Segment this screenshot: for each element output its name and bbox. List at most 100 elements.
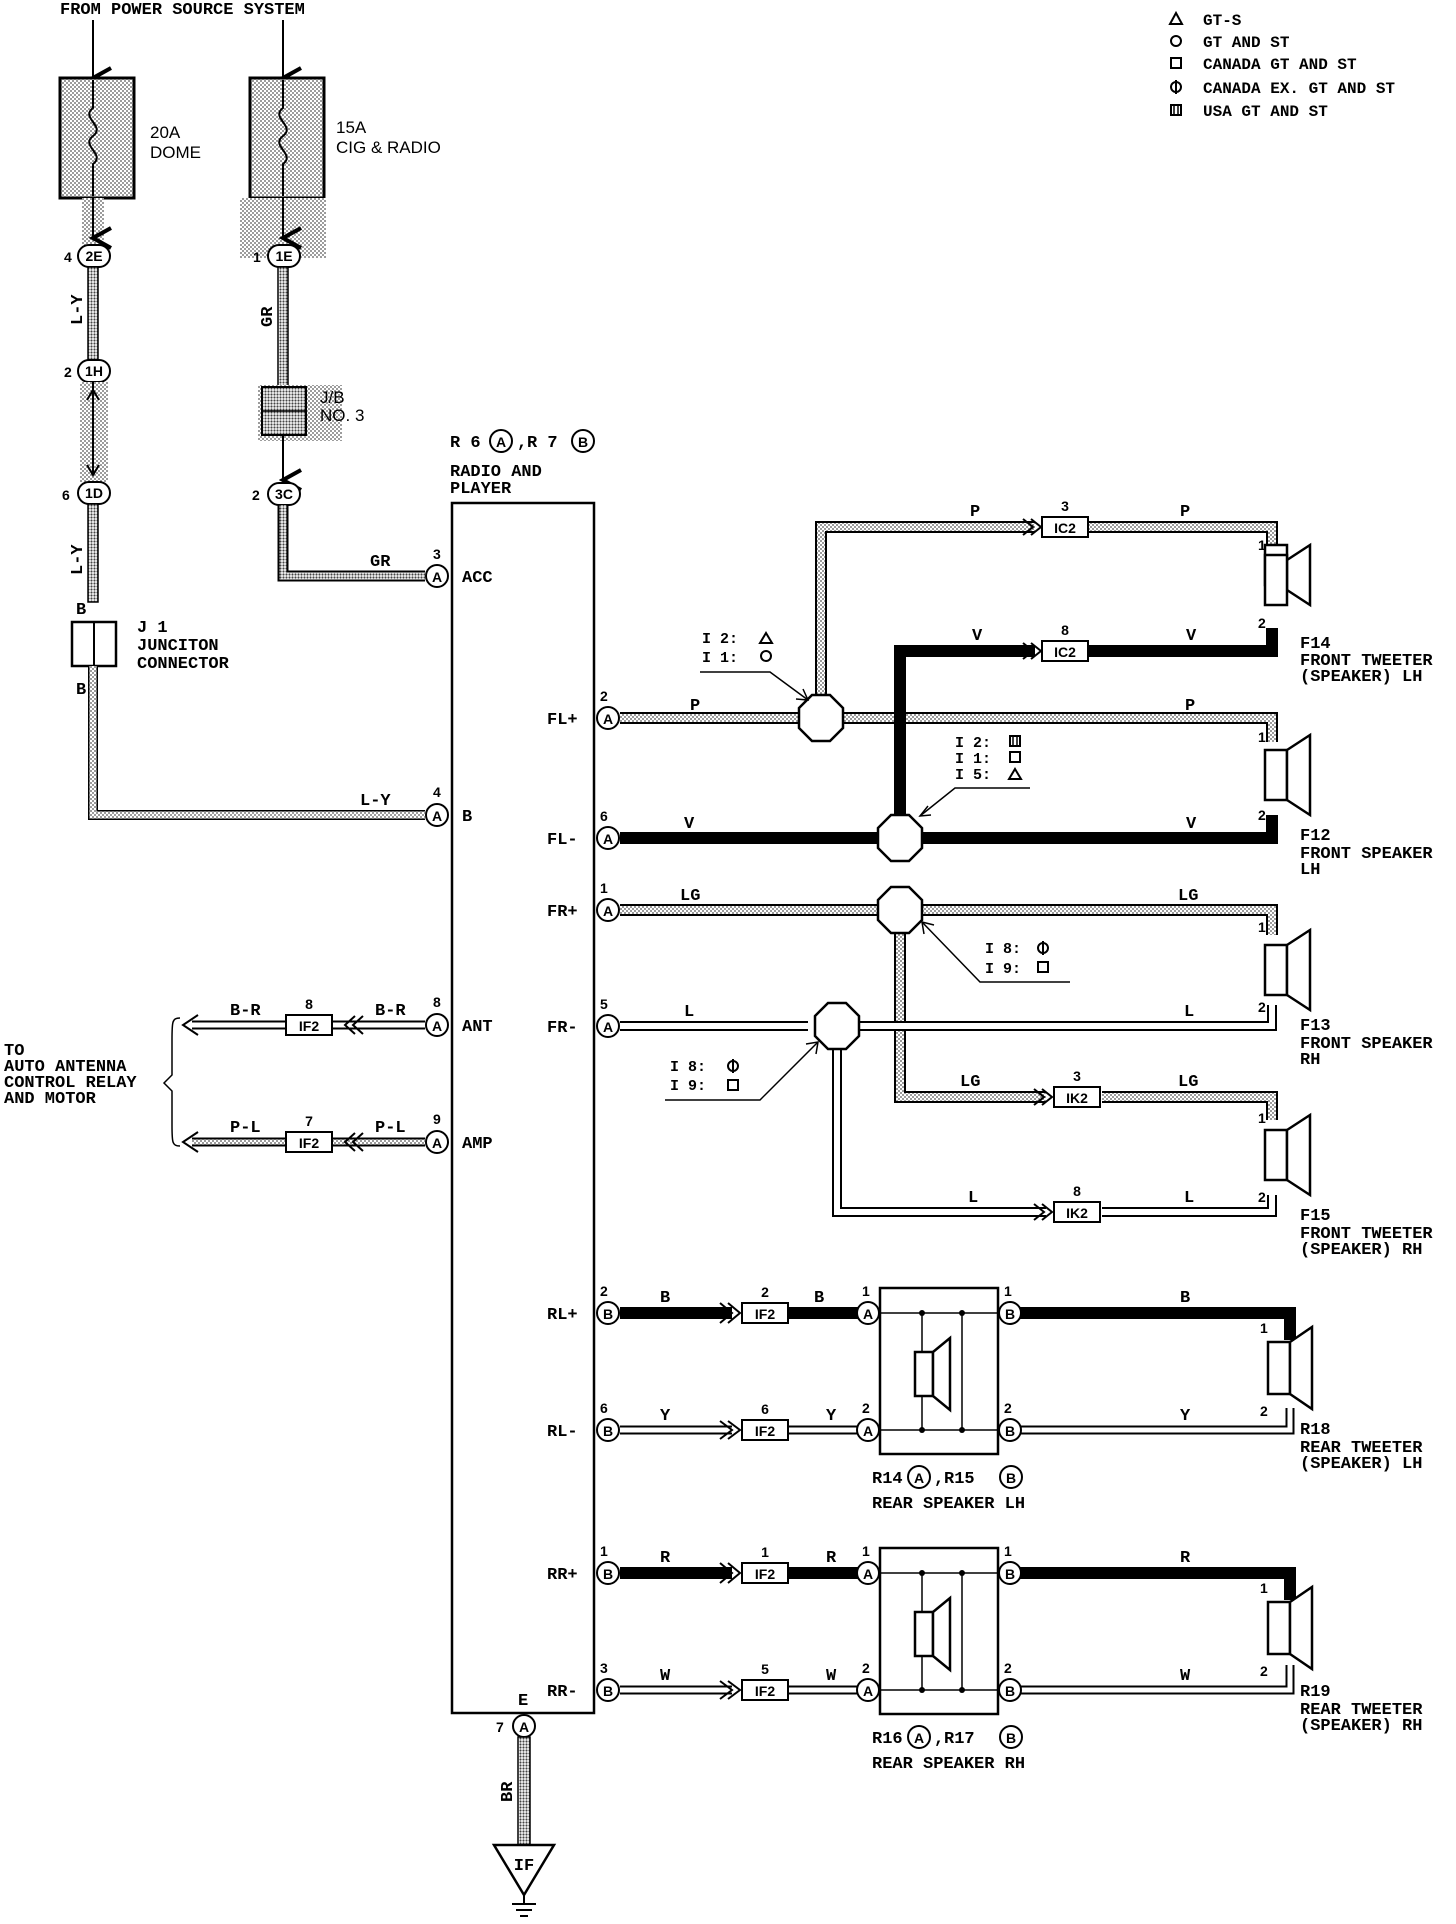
svg-text:V: V bbox=[972, 627, 983, 646]
svg-text:B: B bbox=[1180, 1289, 1190, 1308]
speaker-r18: 1 2 R18 REAR TWEETER (SPEAKER) LH bbox=[1260, 1320, 1423, 1474]
svg-text:R19: R19 bbox=[1300, 1683, 1331, 1702]
legend-item-triangle: GT-S bbox=[1168, 10, 1242, 30]
svg-text:A: A bbox=[863, 1423, 873, 1439]
svg-text:1: 1 bbox=[600, 1543, 608, 1559]
svg-text:7: 7 bbox=[496, 1719, 504, 1735]
svg-text:,: , bbox=[934, 1730, 944, 1749]
svg-text:I 9:: I 9: bbox=[670, 1078, 706, 1095]
svg-text:1: 1 bbox=[1260, 1580, 1268, 1596]
radio-code: R 6 bbox=[450, 434, 481, 453]
svg-text:3: 3 bbox=[1061, 498, 1069, 514]
svg-text:8: 8 bbox=[305, 996, 313, 1012]
svg-text:L: L bbox=[1184, 1189, 1194, 1208]
svg-text:I 2:: I 2: bbox=[955, 735, 991, 752]
svg-text:B-R: B-R bbox=[375, 1002, 406, 1021]
svg-text:1: 1 bbox=[1004, 1543, 1012, 1559]
speaker-icon bbox=[1285, 542, 1312, 608]
svg-text:B: B bbox=[1005, 1683, 1015, 1699]
svg-text:P: P bbox=[690, 697, 700, 716]
radio-pin-rr-plus: B 1 RR+ bbox=[547, 1543, 620, 1585]
svg-text:B: B bbox=[814, 1289, 824, 1308]
speaker-f14: 1 2 F14 FRONT TWEETER (SPEAKER) LH bbox=[1258, 537, 1433, 687]
svg-text:B: B bbox=[603, 1566, 613, 1582]
svg-text:I 9:: I 9: bbox=[985, 961, 1021, 978]
svg-text:A: A bbox=[432, 1018, 442, 1034]
svg-text:W: W bbox=[660, 1667, 671, 1686]
radio-pin-b: A 4 B bbox=[425, 784, 472, 827]
svg-text:REAR TWEETER: REAR TWEETER bbox=[1300, 1439, 1423, 1458]
speaker-f12: 1 2 F12 FRONT SPEAKER LH bbox=[1258, 729, 1433, 880]
svg-text:6: 6 bbox=[600, 808, 608, 824]
svg-text:2: 2 bbox=[761, 1284, 769, 1300]
svg-text:R: R bbox=[1180, 1549, 1191, 1568]
legend-label: USA GT AND ST bbox=[1203, 103, 1328, 121]
wire-label: L-Y bbox=[69, 544, 88, 575]
square-icon bbox=[1037, 961, 1049, 973]
svg-text:B: B bbox=[1005, 1566, 1015, 1582]
svg-text:IF2: IF2 bbox=[755, 1566, 775, 1582]
svg-text:RR+: RR+ bbox=[547, 1566, 578, 1585]
square-icon bbox=[727, 1079, 739, 1091]
fuse-rating: 20A bbox=[150, 123, 181, 142]
svg-text:5: 5 bbox=[600, 996, 608, 1012]
fuse-name: CIG & RADIO bbox=[336, 138, 441, 157]
connector-if2-2 bbox=[741, 1302, 789, 1324]
svg-text:Y: Y bbox=[660, 1407, 671, 1426]
connector-ik2-8 bbox=[1053, 1201, 1101, 1223]
svg-text:(SPEAKER) RH: (SPEAKER) RH bbox=[1300, 1717, 1422, 1736]
splice-label-1: I 2: I 1: bbox=[700, 631, 810, 701]
svg-text:F14: F14 bbox=[1300, 635, 1331, 654]
svg-text:B: B bbox=[1006, 1730, 1016, 1746]
svg-text:A: A bbox=[863, 1683, 873, 1699]
svg-text:W: W bbox=[826, 1667, 837, 1686]
svg-text:2: 2 bbox=[1004, 1400, 1012, 1416]
svg-text:B-R: B-R bbox=[230, 1002, 261, 1021]
svg-text:P-L: P-L bbox=[230, 1119, 261, 1138]
svg-text:REAR SPEAKER RH: REAR SPEAKER RH bbox=[872, 1755, 1025, 1774]
svg-text:3: 3 bbox=[600, 1660, 608, 1676]
svg-text:B: B bbox=[462, 808, 472, 827]
connector-if2-8 bbox=[285, 1014, 333, 1036]
svg-text:Y: Y bbox=[826, 1407, 837, 1426]
svg-text:RADIO AND: RADIO AND bbox=[450, 463, 542, 482]
svg-text:V: V bbox=[1186, 627, 1197, 646]
svg-text:2: 2 bbox=[64, 364, 72, 380]
fuse-name: DOME bbox=[150, 143, 201, 162]
radio-body bbox=[450, 501, 596, 1715]
connector-if2-5 bbox=[741, 1679, 789, 1701]
square-icon bbox=[1170, 57, 1182, 69]
svg-text:6: 6 bbox=[62, 487, 70, 503]
speaker-icon bbox=[1288, 1584, 1314, 1672]
svg-text:LG: LG bbox=[1178, 887, 1198, 906]
svg-text:NO. 3: NO. 3 bbox=[320, 406, 364, 425]
wire-ly-column: 2E 4 L-Y 1H 2 1D 6 L-Y B B J 1 JUNCITON … bbox=[62, 198, 425, 820]
svg-text:P: P bbox=[1180, 503, 1190, 522]
legend-item-square: CANADA GT AND ST bbox=[1170, 56, 1357, 74]
svg-text:1: 1 bbox=[862, 1543, 870, 1559]
svg-text:A: A bbox=[863, 1306, 873, 1322]
radio-pin-rl-minus: B 6 RL- bbox=[547, 1400, 620, 1442]
svg-text:R15: R15 bbox=[944, 1470, 975, 1489]
radio-pin-fl-plus: A 2 FL+ bbox=[547, 688, 620, 730]
svg-text:2: 2 bbox=[1258, 999, 1266, 1015]
svg-text:A: A bbox=[914, 1730, 924, 1746]
svg-text:I 1:: I 1: bbox=[955, 751, 991, 768]
svg-text:RL-: RL- bbox=[547, 1423, 578, 1442]
wire-label: L-Y bbox=[360, 792, 391, 811]
wire-label: L-Y bbox=[69, 294, 88, 325]
svg-text:LG: LG bbox=[1178, 1073, 1198, 1092]
splice-octagon-2 bbox=[876, 813, 924, 863]
fuse-cig-radio: 15A CIG & RADIO bbox=[248, 20, 441, 200]
svg-text:CONTROL RELAY: CONTROL RELAY bbox=[4, 1074, 137, 1093]
connector-ic2-3 bbox=[1041, 516, 1089, 538]
wire-gr-column: 1E 1 GR J/B NO. 3 3C 2 GR bbox=[240, 198, 425, 582]
square-bars-icon bbox=[1170, 104, 1182, 116]
speaker-icon bbox=[931, 1595, 952, 1673]
legend: GT-S GT AND ST CANADA GT AND ST CANADA E… bbox=[1168, 10, 1395, 121]
svg-text:2: 2 bbox=[1004, 1660, 1012, 1676]
svg-text:2: 2 bbox=[1258, 615, 1266, 631]
svg-text:E: E bbox=[518, 1692, 528, 1711]
svg-text:8: 8 bbox=[433, 994, 441, 1010]
